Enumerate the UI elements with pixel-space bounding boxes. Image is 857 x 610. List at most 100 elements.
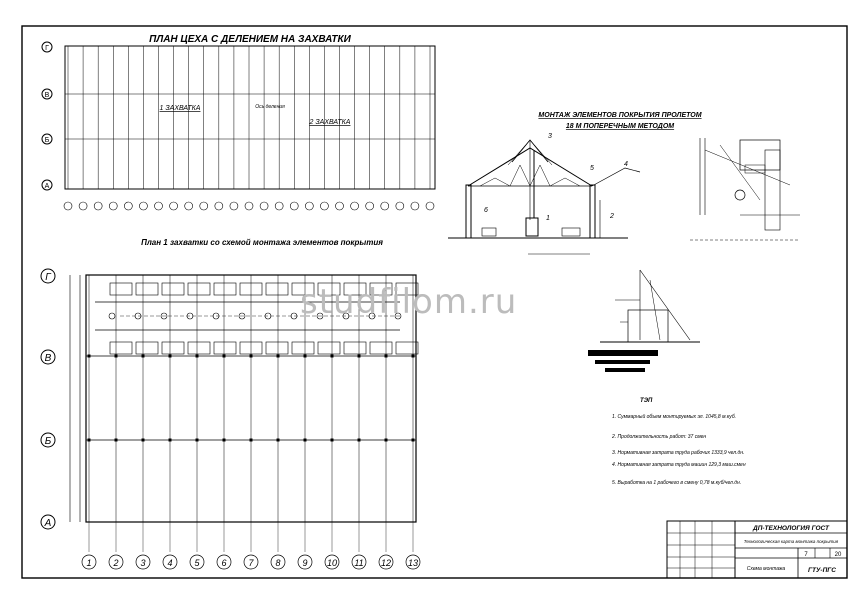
roof-panel (161, 341, 185, 355)
svg-text:6: 6 (484, 207, 488, 214)
svg-text:2. Продолжительность работ: 37: 2. Продолжительность работ: 37 смен (611, 434, 706, 440)
crane-position (394, 312, 402, 320)
watermark: studfilom.ru (300, 282, 518, 322)
roof-panel (395, 341, 419, 355)
bottom-plan-axis-label: 10 (327, 558, 337, 568)
roof-elements (95, 282, 419, 355)
top-plan-axis-bubble (289, 201, 299, 211)
svg-text:А: А (45, 183, 50, 190)
roof-panel (317, 341, 341, 355)
bottom-plan-axis-bubble (324, 554, 340, 570)
anchor-detail (588, 269, 700, 372)
roof-panel (291, 282, 315, 296)
roof-panel (109, 282, 133, 296)
roof-panel (239, 341, 263, 355)
zone-2-label: 2 ЗАХВАТКА (309, 119, 351, 126)
top-plan-axis-bubble (244, 201, 254, 211)
top-plan-axis-bubble (380, 201, 390, 211)
roof-panel (369, 341, 393, 355)
svg-text:В: В (45, 353, 52, 364)
notes-heading: ТЭП (640, 398, 653, 404)
svg-text:Г: Г (45, 272, 52, 283)
sheet-frame (21, 25, 848, 579)
roof-panel (395, 282, 419, 296)
top-plan-axis-bubble (199, 201, 209, 211)
title-block-code: ДП-ТЕХНОЛОГИЯ ГОСТ (752, 525, 830, 532)
bottom-plan-axis-bubble (108, 554, 124, 570)
top-plan: ПЛАН ЦЕХА С ДЕЛЕНИЕМ НА ЗАХВАТКИ Г В Б А… (41, 34, 436, 211)
crane-position (238, 312, 246, 320)
roof-panel (213, 341, 237, 355)
top-plan-axis-bubble (229, 201, 239, 211)
top-plan-axis-bubble (139, 201, 148, 211)
title-block-description: Технологическая карта монтажа покрытия (744, 539, 839, 544)
svg-text:Г: Г (45, 45, 49, 52)
roof-panel (317, 282, 341, 296)
svg-text:1. Суммарный объем монтируемых: 1. Суммарный объем монтируемых эл. 1045,… (612, 413, 736, 420)
roof-panel (369, 282, 393, 296)
svg-text:5: 5 (590, 165, 594, 172)
roof-panel (343, 282, 367, 296)
bottom-plan-axis-bubble (189, 554, 205, 570)
top-plan-axis-bubble (320, 201, 329, 211)
top-plan-columns (67, 46, 431, 189)
svg-text:1: 1 (546, 215, 550, 222)
bottom-plan-axis-label: 2 (112, 558, 118, 568)
title-block-sheet: 7 (804, 552, 808, 558)
top-plan-axis-bubble (410, 201, 420, 211)
svg-text:Б: Б (45, 436, 52, 447)
cross-section: МОНТАЖ ЭЛЕМЕНТОВ ПОКРЫТИЯ ПРОЛЕТОМ 18 М … (448, 112, 702, 255)
crane-position (316, 312, 324, 320)
bottom-plan-axis-bubble (243, 554, 259, 570)
bottom-plan-axis-label: 13 (408, 558, 418, 568)
svg-text:А: А (44, 518, 52, 529)
section-title-2: 18 М ПОПЕРЕЧНЫМ МЕТОДОМ (566, 123, 674, 130)
top-plan-axis-bubble (169, 201, 178, 211)
top-plan-title: ПЛАН ЦЕХА С ДЕЛЕНИЕМ НА ЗАХВАТКИ (149, 34, 352, 45)
svg-text:В: В (45, 92, 50, 99)
bottom-plan-axis-label: 9 (302, 558, 307, 568)
crane-position (160, 312, 168, 320)
svg-text:3: 3 (548, 133, 552, 140)
top-plan-axis-bubble (93, 201, 103, 211)
top-plan-axis-bubble (350, 201, 359, 211)
top-plan-axis-bubble (274, 201, 284, 211)
top-plan-axis-bubble (63, 201, 73, 211)
roof-panel (187, 341, 211, 355)
bottom-plan-title: План 1 захватки со схемой монтажа элемен… (141, 238, 383, 247)
top-plan-row-axes: Г В Б А (41, 41, 53, 191)
title-block-org: ГТУ-ПГС (808, 567, 836, 574)
bottom-plan-columns (87, 275, 415, 552)
bottom-plan-axis-label: 4 (167, 558, 172, 568)
bottom-plan-axis-bubble (405, 554, 421, 570)
top-plan-axis-bubble (259, 201, 269, 211)
svg-text:4: 4 (624, 161, 628, 168)
notes-block: ТЭП 1. Суммарный объем монтируемых эл. 1… (611, 398, 746, 486)
bottom-plan: План 1 захватки со схемой монтажа элемен… (40, 238, 421, 570)
roof-panel (343, 341, 367, 355)
bottom-plan-axis-bubble (135, 554, 151, 570)
bottom-plan-axis-label: 8 (275, 558, 280, 568)
top-plan-axis-bubble (425, 201, 435, 211)
node-detail (690, 138, 800, 241)
bottom-plan-axis-bubble (216, 554, 232, 570)
top-plan-axis-bubble (365, 201, 374, 211)
bottom-plan-axis-label: 5 (194, 558, 200, 568)
bottom-plan-axis-label: 3 (140, 558, 145, 568)
bottom-plan-axis-bubble (162, 554, 178, 570)
roof-panel (135, 282, 159, 296)
svg-text:3. Нормативная затрата труда р: 3. Нормативная затрата труда рабочих 133… (612, 450, 744, 456)
roof-panel (109, 341, 133, 355)
svg-text:2: 2 (609, 213, 614, 220)
bottom-plan-axis-label: 11 (354, 558, 363, 568)
bottom-plan-axis-label: 6 (221, 558, 226, 568)
svg-text:Б: Б (45, 137, 50, 144)
roof-panel (135, 341, 159, 355)
roof-panel (161, 282, 185, 296)
svg-text:4. Нормативная затрата труда м: 4. Нормативная затрата труда машин 129,3… (612, 462, 746, 468)
bottom-plan-axis-bubble (351, 554, 367, 570)
top-plan-axis-bubble (154, 201, 163, 211)
top-plan-axis-bubble (184, 201, 193, 211)
